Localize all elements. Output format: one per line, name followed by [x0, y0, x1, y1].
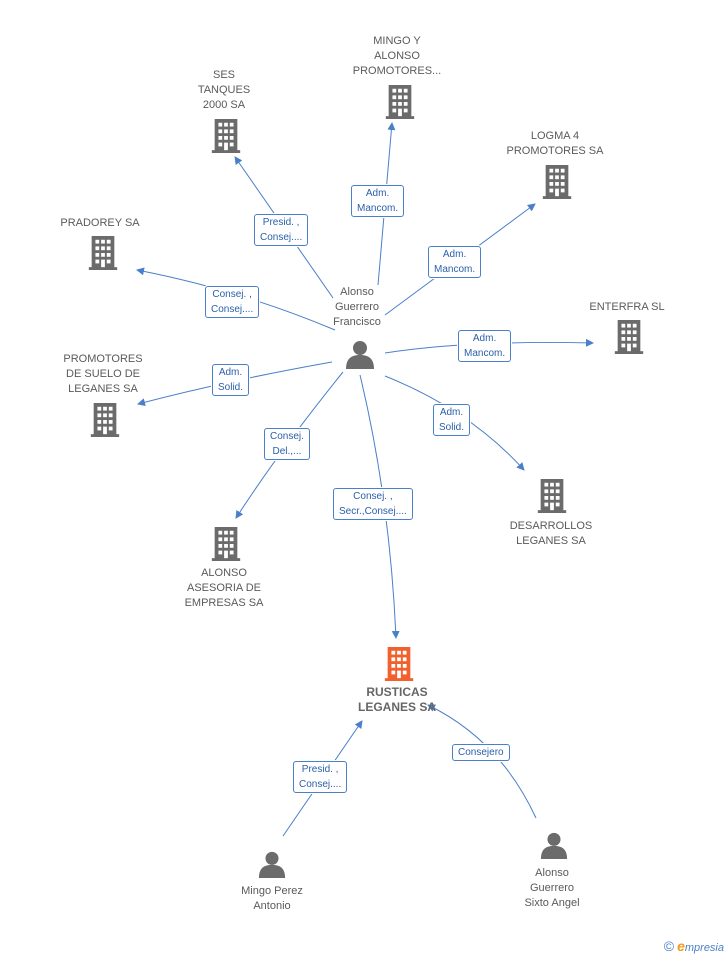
node-label-desarrollos[interactable]: DESARROLLOS LEGANES SA — [509, 520, 593, 547]
building-icon — [211, 119, 241, 153]
node-label-pradorey[interactable]: PRADOREY SA — [60, 217, 140, 229]
node-label-ses-tanques[interactable]: SES TANQUES 2000 SA — [197, 69, 251, 111]
edge-label-sixto-to-rusticas[interactable]: Consejero — [452, 744, 510, 761]
building-icon — [614, 320, 644, 354]
person-icon — [346, 341, 374, 369]
node-label-alonso-sixto[interactable]: Alonso Guerrero Sixto Angel — [524, 867, 580, 909]
edges — [136, 122, 594, 837]
building-icon — [211, 527, 241, 561]
edge-label-to-mingo-alonso[interactable]: Adm. Mancom. — [351, 185, 405, 217]
node-label-enterfra[interactable]: ENTERFRA SL — [589, 301, 665, 313]
edge-label-to-asesoria[interactable]: Consej. Del.,... — [264, 428, 310, 460]
person-icon — [258, 851, 286, 878]
copyright-icon: © — [663, 938, 675, 954]
edge-sixto-to-rusticas — [427, 704, 537, 819]
node-label-mingo-alonso[interactable]: MINGO Y ALONSO PROMOTORES... — [352, 35, 442, 77]
building-icon — [88, 236, 118, 270]
node-label-mingo-perez[interactable]: Mingo Perez Antonio — [241, 885, 303, 912]
brand-logo[interactable]: ©empresia — [664, 938, 724, 954]
node-label-rusticas[interactable]: RUSTICAS LEGANES SA — [357, 685, 436, 714]
edge-label-mingo-to-rusticas[interactable]: Presid. , Consej.... — [293, 761, 348, 793]
brand-initial: e — [677, 938, 685, 954]
edge-label-to-rusticas[interactable]: Consej. , Secr.,Consej.... — [333, 488, 413, 520]
building-icon — [90, 403, 120, 437]
edge-label-to-ses-tanques[interactable]: Presid. , Consej.... — [254, 214, 309, 246]
building-icon — [385, 85, 415, 119]
building-icon — [542, 165, 572, 199]
edge-label-to-desarrollos[interactable]: Adm. Solid. — [433, 404, 471, 436]
building-icon — [537, 479, 567, 513]
edge-label-to-enterfra[interactable]: Adm. Mancom. — [458, 330, 512, 362]
edge-label-to-pradorey[interactable]: Consej. , Consej.... — [205, 286, 260, 318]
node-label-alonso-francisco[interactable]: Alonso Guerrero Francisco — [333, 286, 381, 328]
node-label-promotores-suelo[interactable]: PROMOTORES DE SUELO DE LEGANES SA — [63, 353, 143, 395]
building-icon — [384, 647, 414, 681]
node-label-alonso-asesoria[interactable]: ALONSO ASESORIA DE EMPRESAS SA — [184, 567, 264, 609]
brand-name: mpresia — [684, 942, 724, 954]
edge-label-to-promotores[interactable]: Adm. Solid. — [212, 364, 250, 396]
edge-label-to-logma[interactable]: Adm. Mancom. — [428, 246, 482, 278]
node-label-logma[interactable]: LOGMA 4 PROMOTORES SA — [506, 130, 604, 157]
person-icon — [540, 832, 568, 859]
